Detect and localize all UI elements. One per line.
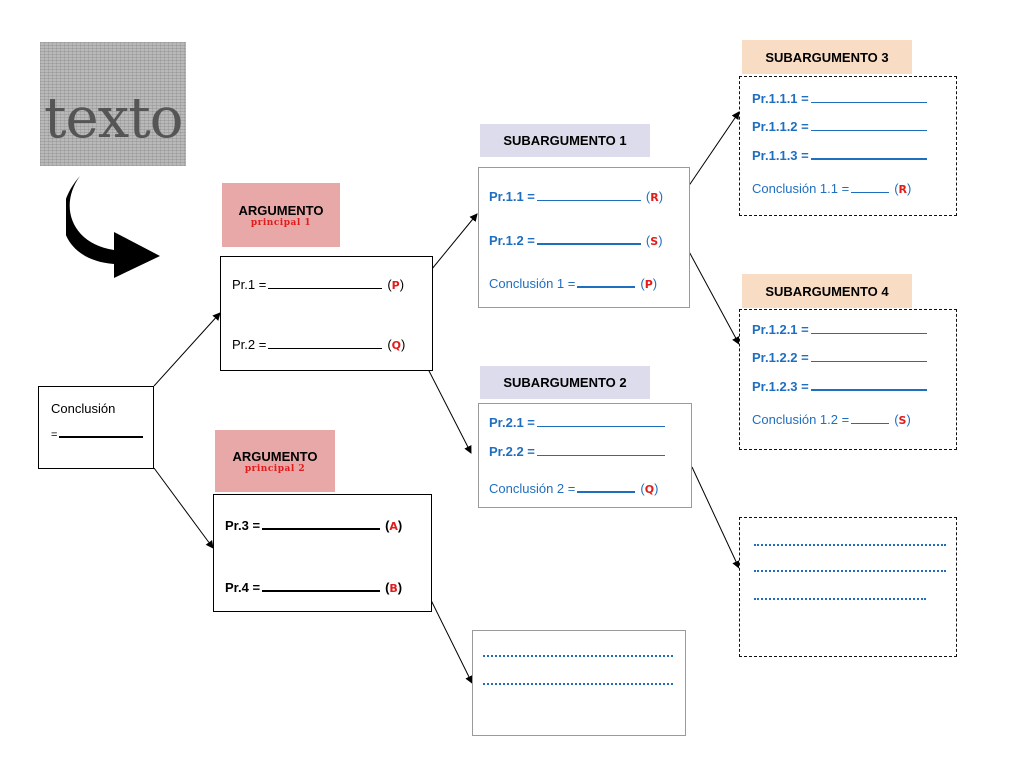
answer-line [810,119,927,131]
premise-row: Pr.1.2.2 = [752,350,929,365]
premise-row: Pr.2.1 = [489,415,667,430]
answer-line [59,425,144,438]
answer-line [262,517,381,530]
arg1-header: ARGUMENTO principal 1 [222,183,340,247]
premise-mark: B [389,582,398,595]
premise-mark: P [644,278,653,291]
arg2-title: ARGUMENTO [232,448,318,464]
answer-line [536,232,641,245]
premise-mark: A [389,520,398,533]
arrow-conclusion-to-arg2 [153,467,214,549]
dotted-line [483,655,673,657]
premise-row: Pr.1.1.3 = [752,147,929,163]
answer-line [810,378,927,391]
answer-line [810,91,927,103]
arrow-arg1-to-sub2 [426,366,472,454]
placeholder-box-right [739,517,957,657]
premise-row: Conclusión 1.2 = (S) [752,412,911,427]
answer-line [851,412,890,424]
sub1-title: SUBARGUMENTO 1 [503,133,627,148]
arg1-box: Pr.1 = (P) Pr.2 = (Q) [220,256,433,371]
dotted-line [754,598,926,600]
premise-row: Conclusión 1 = (P) [489,275,658,291]
curved-arrow-icon [66,176,160,278]
arg1-title: ARGUMENTO [238,202,324,218]
sub4-title: SUBARGUMENTO 4 [765,283,889,299]
sub1-box: Pr.1.1 = (R) Pr.1.2 = (S) Conclusión 1 =… [478,167,690,308]
arrow-arg2-to-box [425,589,473,684]
dotted-line [754,570,946,572]
sub4-header: SUBARGUMENTO 4 [742,274,912,308]
sub2-box: Pr.2.1 = Pr.2.2 = Conclusión 2 = (Q) [478,403,692,508]
arrow-arg1-to-sub1 [426,213,478,276]
conclusion-prefix: = [51,429,58,441]
conclusion-label: Conclusión [51,401,116,416]
premise-row: Pr.2 = (Q) [232,337,406,352]
premise-mark: S [650,235,659,248]
premise-mark: P [391,279,400,292]
premise-row: Pr.1.2.1 = [752,322,929,337]
logo-text: texto [44,86,183,151]
arrow-sub2-to-box [691,466,740,569]
premise-mark: S [898,414,907,427]
premise-row: Pr.3 = (A) [225,517,403,533]
premise-mark: Q [644,483,655,496]
placeholder-box-bottom [472,630,686,736]
sub3-box: Pr.1.1.1 = Pr.1.1.2 = Pr.1.1.3 = Conclus… [739,76,957,216]
answer-line [268,337,383,349]
dotted-line [754,544,946,546]
answer-line [851,181,890,193]
answer-line [810,147,927,160]
sub3-header: SUBARGUMENTO 3 [742,40,912,74]
arrow-sub1-to-sub3 [685,111,740,191]
sub4-box: Pr.1.2.1 = Pr.1.2.2 = Pr.1.2.3 = Conclus… [739,309,957,450]
sub3-title: SUBARGUMENTO 3 [765,49,889,65]
premise-row: Pr.1.2.3 = [752,378,929,394]
arg2-header: ARGUMENTO principal 2 [215,430,335,492]
premise-row: Pr.1.1.1 = [752,91,929,106]
answer-line [810,350,927,362]
sub2-title: SUBARGUMENTO 2 [503,375,627,390]
answer-line [536,189,641,201]
arrow-conclusion-to-arg1 [153,312,221,387]
texto-image: texto [40,42,186,166]
premise-mark: Q [391,339,402,352]
arrow-sub1-to-sub4 [685,245,740,345]
arg2-subtitle: principal 2 [244,463,306,474]
arg1-subtitle: principal 1 [250,217,312,228]
premise-mark: R [898,183,908,196]
dotted-line [483,683,673,685]
answer-line [577,275,636,288]
arg2-box: Pr.3 = (A) Pr.4 = (B) [213,494,432,612]
premise-row: Pr.1.1 = (R) [489,189,664,204]
sub1-header: SUBARGUMENTO 1 [480,124,650,157]
premise-row: Pr.1.1.2 = [752,119,929,134]
premise-row: Pr.1.2 = (S) [489,232,663,248]
answer-line [810,322,927,334]
answer-line [577,480,636,493]
premise-row: Pr.1 = (P) [232,277,405,292]
answer-line [536,415,665,427]
answer-line [262,579,381,592]
conclusion-box: Conclusión = [38,386,154,469]
answer-line [268,277,383,289]
premise-row: Conclusión 1.1 = (R) [752,181,912,196]
premise-row: Conclusión 2 = (Q) [489,480,659,496]
sub2-header: SUBARGUMENTO 2 [480,366,650,399]
answer-line [536,444,665,456]
premise-mark: R [650,191,659,204]
premise-row: Pr.2.2 = [489,444,667,459]
premise-row: Pr.4 = (B) [225,579,403,595]
